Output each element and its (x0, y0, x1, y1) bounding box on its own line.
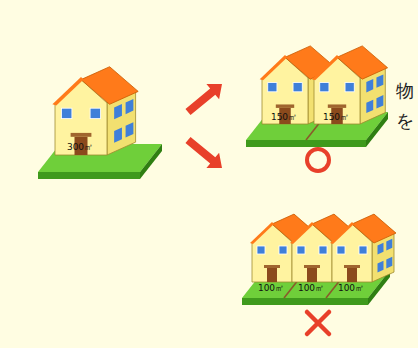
door (347, 268, 357, 282)
side-window (378, 261, 384, 273)
ng-cross (307, 312, 329, 334)
house-roof-edge (312, 55, 340, 80)
side-window (114, 127, 122, 142)
window (319, 246, 327, 254)
house-roof-edge (52, 77, 83, 106)
red-arrow (182, 76, 229, 119)
ground-front (38, 172, 140, 179)
window (268, 83, 277, 92)
door-canopy (344, 265, 360, 268)
window (279, 246, 287, 254)
side-window (114, 104, 122, 119)
window (90, 108, 100, 118)
text-fragment: を (396, 112, 414, 130)
area-label: 100㎡ (258, 284, 284, 293)
area-label: 100㎡ (298, 284, 324, 293)
ok-circle (307, 149, 329, 171)
ground-front (242, 298, 368, 305)
side-window (366, 79, 373, 92)
area-label: 100㎡ (338, 284, 364, 293)
house-roof-edge (290, 222, 314, 244)
side-window (386, 257, 392, 269)
area-label: 150㎡ (323, 113, 349, 122)
window (62, 108, 72, 118)
arrow-shape (182, 76, 229, 119)
arrow-shape (182, 132, 229, 175)
door-canopy (71, 133, 92, 137)
side-window (126, 99, 134, 114)
house-roof (337, 46, 388, 79)
house-roof (352, 214, 396, 243)
side-window (366, 100, 373, 113)
area-label: 150㎡ (271, 113, 297, 122)
side-window (378, 243, 384, 255)
window (257, 246, 265, 254)
text-fragment: 物 (396, 82, 414, 100)
door-canopy (328, 104, 346, 107)
house-roof-edge (260, 55, 288, 80)
window (359, 246, 367, 254)
side-window (376, 74, 383, 87)
area-label: 300㎡ (67, 143, 93, 152)
house-roof-edge (330, 222, 354, 244)
side-window (386, 239, 392, 251)
cross-stroke (307, 312, 329, 334)
window (297, 246, 305, 254)
side-window (376, 95, 383, 108)
door (267, 268, 277, 282)
window (293, 83, 302, 92)
ground-side (140, 144, 162, 179)
window (320, 83, 329, 92)
ground-front (246, 140, 366, 147)
door-canopy (276, 104, 294, 107)
cross-stroke (307, 312, 329, 334)
door-canopy (264, 265, 280, 268)
side-window (126, 122, 134, 137)
red-arrow (182, 132, 229, 175)
door (307, 268, 317, 282)
window (345, 83, 354, 92)
door-canopy (304, 265, 320, 268)
house-roof-edge (250, 222, 274, 244)
house-roof (81, 67, 138, 105)
window (337, 246, 345, 254)
